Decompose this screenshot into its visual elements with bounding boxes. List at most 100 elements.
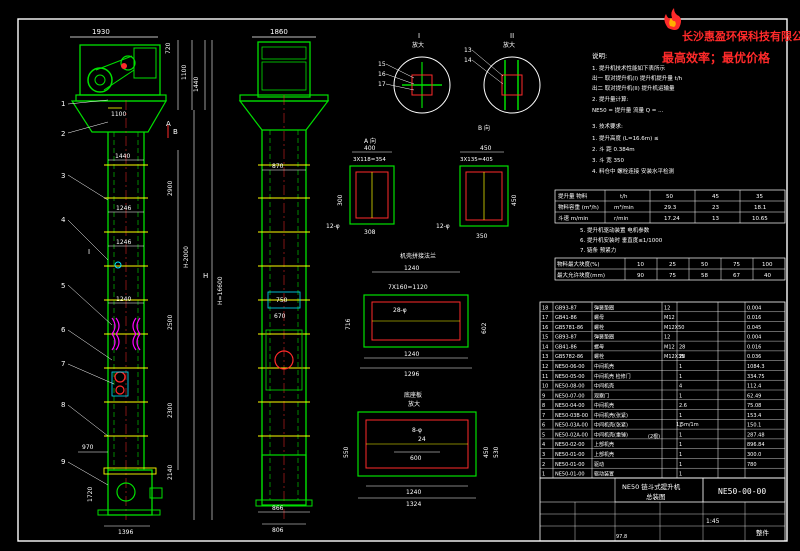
part-number-3: 3 [61,172,65,180]
bom-cell-r6-c1: NE50-03A-00 [555,423,588,429]
bom-cell-r10-c0: 10 [542,384,548,390]
title-subtitle: 总装图 [646,492,666,501]
notes-line-1: 1. 提升机技术性能如下表所示 [592,64,665,72]
notes-line-4: 2. 提升量计算: [592,95,628,103]
part-number-5: 5 [61,282,65,290]
base-plate-dim-1324: 1324 [406,501,421,508]
section-mark-I: I [88,248,90,256]
notes-line-8: 2. 斗 距 0.384m [592,146,635,153]
bom-cell-r13-c2: 螺栓 [594,353,604,360]
granule-r3: 58 [701,273,708,279]
bom-cell-r1-c0: 1 [542,472,545,478]
part-number-8: 8 [61,401,65,409]
detail-II-num-13: 13 [464,47,472,54]
side-dim-870: 870 [272,163,284,170]
front-dim-top-1: 1930 [92,28,110,36]
bom-cell-r16-c6: 0.045 [747,325,761,331]
section-B-dim-450: 450 [480,145,492,152]
side-view: 1860 870 750 670 866 [238,28,330,534]
section-A-dim-300: 300 [337,194,344,206]
granule-r1: 90 [637,273,644,279]
perf-header-0: 提升量 物料 [558,192,588,200]
notes-line-10: 4. 料仓中 螺栓连接 安装水平检测 [592,167,674,175]
bom-cell-r6-c0: 6 [542,423,545,429]
bom-cell-r5-c2: 中间机壳(重锤) [594,431,628,438]
front-dim-1396: 1396 [118,529,133,536]
bom-cell-r3-c4: 1 [679,452,682,458]
casing-flange-dim-1120: 7X160=1120 [388,284,428,291]
part-number-6: 6 [61,326,66,334]
base-plate-title: 底座板 [404,391,422,399]
bom-cell-r18-c6: 0.004 [747,305,761,311]
bom-cell-r9-c2: 观察门 [594,392,609,399]
perf-r2-c3: 13 [712,216,719,222]
front-dim-top-3: 1100 [181,65,188,80]
granule-r2: 75 [669,273,676,279]
side-dim-806: 806 [272,527,284,534]
bom-cell-r7-c1: NE50-03B-00 [555,413,588,419]
detail-II: II 放大 13 14 [464,32,541,114]
bom-cell-r7-c4: 1 [679,413,682,419]
bom-cell-r11-c0: 11 [542,374,548,380]
granule-r5: 40 [764,273,771,279]
bom-cell-r4-c6: 896.84 [747,442,765,448]
section-A-dim-400: 400 [364,145,376,152]
notes2-line-1: 5. 提升机驱动装置 电机参数 [580,226,650,234]
perf-header-3: 45 [712,194,719,200]
side-dim-866: 866 [272,505,284,512]
perf-r2-c1: r/min [614,216,629,222]
detail-II-scale: 放大 [503,41,515,49]
section-mark-A: A [166,120,171,128]
bom-cell-r17-c6: 0.016 [747,315,761,321]
side-dim-670: 670 [274,313,286,320]
bom-cell-r2-c0: 2 [542,462,545,468]
front-view: 1930 720 1100 1440 1100 B [61,28,224,536]
bom-cell-r3-c1: NE50-01-00 [555,452,585,458]
section-B-holes: 12-φ [436,223,450,230]
bom-cell-r3-c0: 3 [542,452,545,458]
technical-notes-2: 5. 提升机驱动装置 电机参数 6. 提升机安装时 垂直度≤1/1000 7. … [580,226,663,254]
technical-notes: 说明: 1. 提升机技术性能如下表所示 出一 取对提升机(I) 提升机提升量 t… [592,51,683,175]
perf-r1-c1: m³/min [614,204,634,211]
granule-table: 物料最大块度(%) 10 25 50 75 100 最大允许块度(mm) 90 … [554,257,786,281]
granule-h3: 50 [701,262,708,268]
front-dim-1440: 1440 [115,153,130,160]
detail-I-num-17: 17 [378,81,386,88]
bom-cell-r16-c1: GB5781-86 [555,325,583,331]
flame-logo-icon [664,8,681,30]
bom-cell-r17-c1: GB41-86 [555,315,577,321]
bom-cell-r10-c4: 4 [679,384,682,390]
bom-cell-r15-c1: GB93-87 [555,335,577,341]
bom-cell-r8-c6: 75.08 [747,403,761,409]
front-dim-h-letter: H [203,272,208,280]
bom-cell-r13-c0: 13 [542,354,548,360]
bom-cell-r4-c0: 4 [542,442,545,448]
front-dim-2140: 2140 [167,465,174,480]
bom-cell-r14-c4: 28 [679,344,685,350]
bom-inline-note-1: 1.5m/1m [676,422,699,428]
perf-r1-c3: 23 [712,205,719,211]
bom-cell-r4-c4: 1 [679,442,682,448]
perf-header-2: 50 [666,194,673,200]
notes-line-7: 1. 提升高度 (L=16.6m) ≤ [592,134,659,142]
section-B-title: B 向 [478,124,490,132]
perf-header-1: t/h [620,194,628,200]
perf-r1-c2: 29.3 [664,205,677,211]
bom-cell-r17-c0: 17 [542,315,548,321]
notes2-line-2: 6. 提升机安装时 垂直度≤1/1000 [580,236,663,244]
bom-cell-r1-c2: 驱动装置 [594,471,614,478]
bom-cell-r14-c2: 螺母 [594,343,604,350]
bom-cell-r5-c6: 287.48 [747,432,765,438]
part-number-4: 4 [61,216,66,224]
detail-II-num-14: 14 [464,57,472,64]
notes-line-3: 出二 取对提升机(II) 提升机运输量 [592,84,675,92]
front-dim-H-2000: H-2000 [183,246,190,268]
notes-heading: 说明: [592,51,607,60]
bom-cell-r8-c1: NE50-04-00 [555,403,585,409]
front-dim-1246-a: 1246 [116,205,131,212]
perf-r2-c4: 10.65 [752,216,768,222]
performance-table: 提升量 物料 t/h 50 45 35 物料容重 (m³/h) m³/min 2… [554,189,786,224]
bom-cell-r11-c1: NE50-05-00 [555,374,585,380]
detail-I-num-15: 15 [378,61,386,68]
casing-flange-holes: 28-φ [393,307,407,314]
